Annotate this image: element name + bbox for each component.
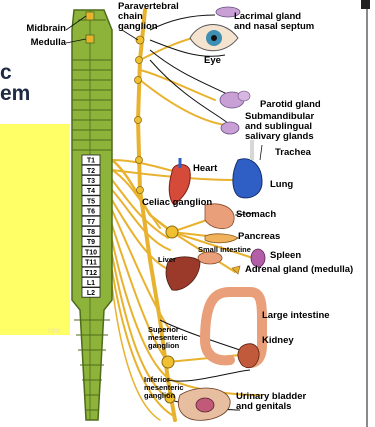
segment-label-t10: T10 xyxy=(85,249,97,256)
midbrain-marker xyxy=(86,12,94,20)
label-inferior-ganglion: ganglion xyxy=(144,392,175,400)
label-trachea: Trachea xyxy=(275,148,311,158)
label-medulla: Medulla xyxy=(14,38,66,48)
lung-organ xyxy=(233,140,262,198)
label-chain-ganglion: ganglion xyxy=(118,22,158,32)
segment-label-t2: T2 xyxy=(87,168,95,175)
label-salivary-glands: salivary glands xyxy=(245,132,314,142)
label-small-intestine: Small intestine xyxy=(198,246,251,254)
bladder-organ xyxy=(178,388,230,420)
label-celiac-ganglion: Celiac ganglion xyxy=(142,198,212,208)
celiac-ganglion xyxy=(166,226,178,238)
segment-label-t6: T6 xyxy=(87,209,95,216)
label-pancreas: Pancreas xyxy=(238,232,280,242)
segment-label-t8: T8 xyxy=(87,229,95,236)
segment-label-t5: T5 xyxy=(87,198,95,205)
label-adrenal-gland: Adrenal gland (medulla) xyxy=(245,265,353,275)
segment-label-t7: T7 xyxy=(87,219,95,226)
label-spleen: Spleen xyxy=(270,251,301,261)
pancreas-organ xyxy=(205,234,238,243)
label-genitals: and genitals xyxy=(236,402,291,412)
label-lung: Lung xyxy=(270,180,293,190)
segment-label-t12: T12 xyxy=(85,270,97,277)
segment-label-t11: T11 xyxy=(85,260,97,267)
label-heart: Heart xyxy=(193,164,217,174)
segment-label-l2: L2 xyxy=(87,290,95,297)
label-liver: Liver xyxy=(158,256,176,264)
medulla-marker xyxy=(86,35,94,43)
parotid-gland xyxy=(220,91,250,108)
superior-mesenteric-ganglion xyxy=(162,356,174,368)
label-parotid-gland: Parotid gland xyxy=(260,100,321,110)
label-large-intestine: Large intestine xyxy=(262,311,330,321)
segment-label-t4: T4 xyxy=(87,188,95,195)
label-nasal-septum: and nasal septum xyxy=(234,22,314,32)
segment-label-t3: T3 xyxy=(87,178,95,185)
segment-label-t1: T1 xyxy=(87,158,95,165)
segment-label-l1: L1 xyxy=(87,280,95,287)
label-midbrain: Midbrain xyxy=(14,24,66,34)
eye-organ xyxy=(190,25,238,51)
label-stomach: Stomach xyxy=(236,210,276,220)
label-superior-ganglion: ganglion xyxy=(148,342,179,350)
segment-label-t9: T9 xyxy=(87,239,95,246)
label-eye: Eye xyxy=(204,56,221,66)
label-kidney: Kidney xyxy=(262,336,294,346)
kidney-organ xyxy=(238,344,259,368)
submandibular-gland xyxy=(221,122,239,134)
